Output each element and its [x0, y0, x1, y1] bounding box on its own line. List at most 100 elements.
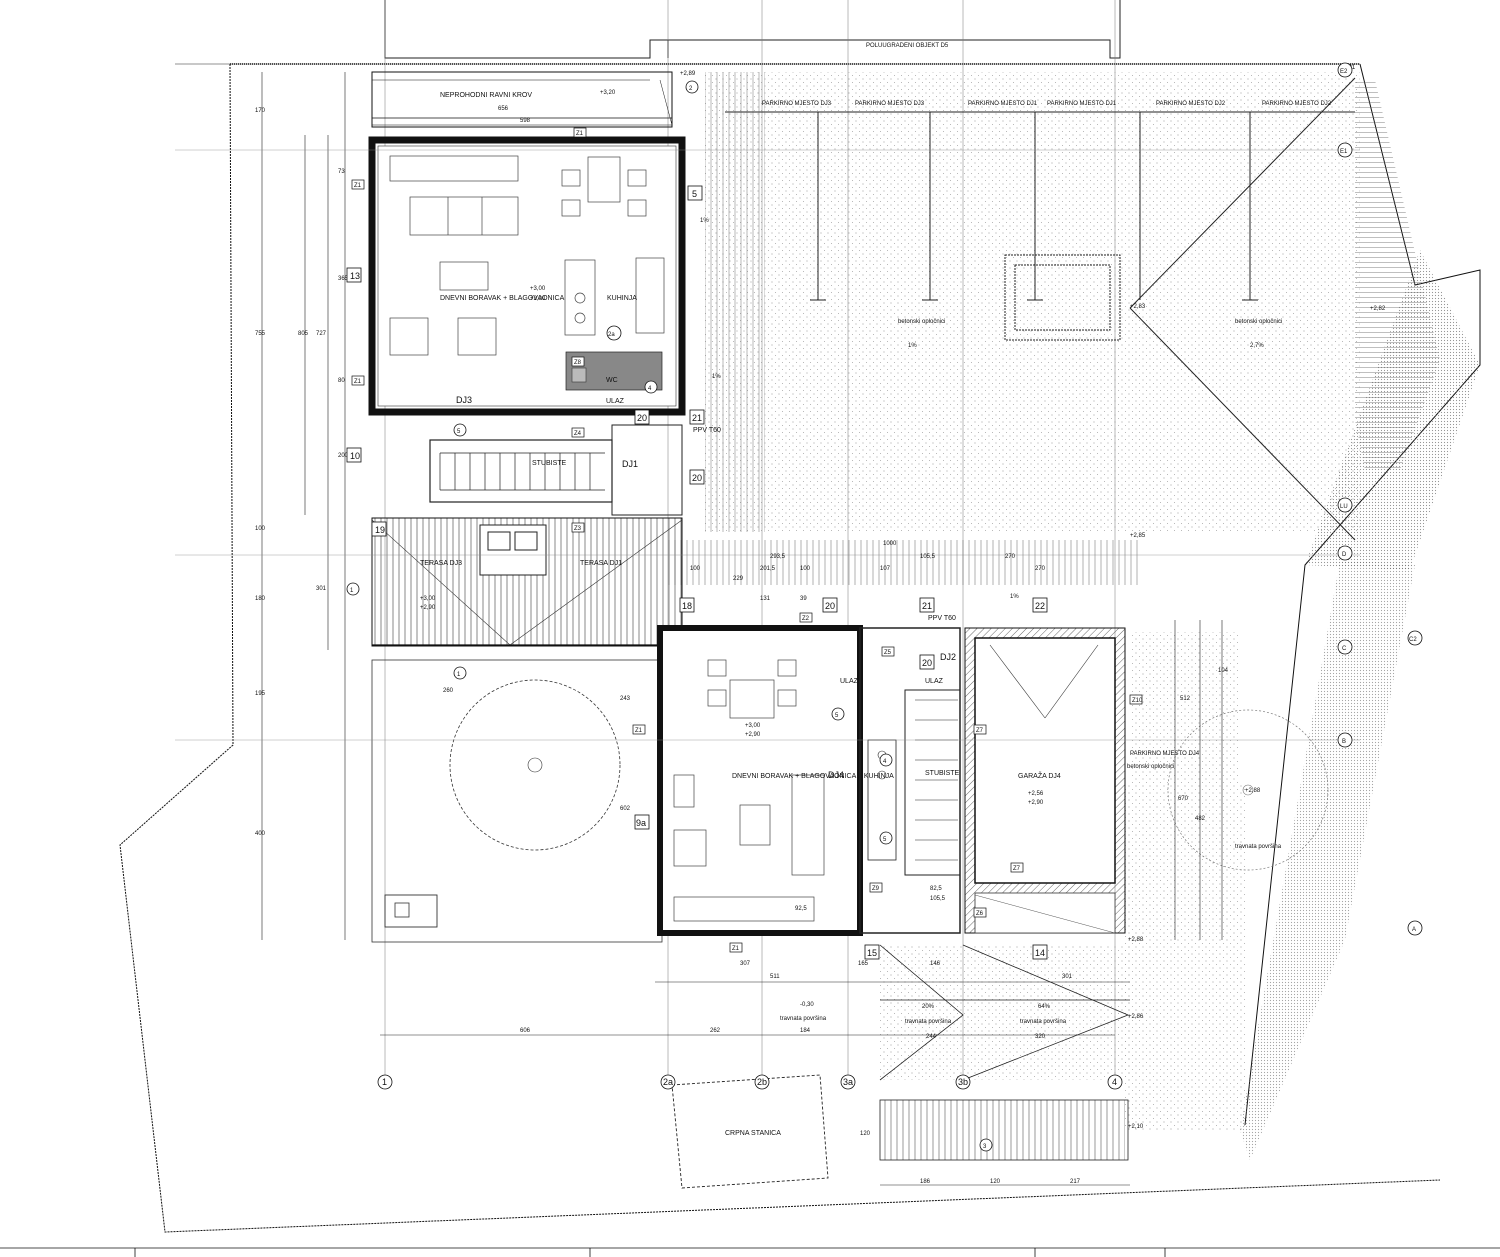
room-label: ULAZ — [606, 398, 625, 405]
axis-label: 2b — [757, 1077, 767, 1087]
level-label: +2,85 — [1130, 533, 1146, 539]
marker-label: 5 — [883, 837, 887, 843]
dimension-value: 755 — [255, 331, 266, 337]
dimension-value: 92,5 — [795, 906, 807, 912]
dimension-value: 229 — [733, 576, 744, 582]
wall-tag: Z3 — [574, 526, 582, 532]
unit-label: DJ1 — [622, 459, 638, 469]
level-label: +2,10 — [1128, 1124, 1144, 1130]
marker-label: 5 — [457, 429, 461, 435]
axis-label: C — [1342, 646, 1347, 652]
marker-label: 1 — [457, 672, 461, 678]
room-label: CRPNA STANICA — [725, 1130, 781, 1137]
dimension-value: 73 — [338, 169, 345, 175]
dimension-value: 602 — [620, 806, 631, 812]
axis-labels: 1 2a 2b 3a 3b 4 E2 E1 LU D C B A C2 — [382, 69, 1417, 1087]
axis-label: A — [1412, 927, 1416, 933]
parking-label: PARKIRNO MJESTO DJ2 — [1262, 101, 1332, 107]
roof-strip — [371, 71, 673, 128]
wall-tag-labels: Z1 Z1 Z1 Z1 Z1 Z2 Z3 Z4 Z5 Z7 Z7 Z8 Z9 Z… — [354, 131, 1143, 952]
surface-label: travnata površina — [780, 1016, 827, 1022]
dimension-value: 184 — [800, 1028, 811, 1034]
parking-label: PARKIRNO MJESTO DJ2 — [1156, 101, 1226, 107]
wall-tag: Z4 — [574, 431, 582, 437]
neighbour-building — [175, 0, 1360, 65]
dimension-value: 270 — [1005, 554, 1016, 560]
axis-label: E2 — [1340, 69, 1348, 75]
surface-label: betonski opločnici — [1235, 319, 1282, 325]
room-label: DNEVNI BORAVAK + BLAGOVAONICA — [440, 295, 565, 302]
wall-tag: Z5 — [884, 650, 892, 656]
slope-label: 1% — [712, 374, 721, 380]
level-label: +2,82 — [1370, 306, 1386, 312]
slope-label: 1% — [700, 218, 709, 224]
unit-label: DJ4 — [828, 770, 844, 780]
neighbour-building-label: POLUUGRADENI OBJEKT D5 — [866, 43, 949, 49]
dimension-value: 301 — [316, 586, 327, 592]
room-number-boxes — [346, 185, 1048, 960]
level-label: +3,20 — [600, 90, 616, 96]
room-number: 21 — [692, 413, 702, 423]
room-number: 13 — [350, 271, 360, 281]
dimension-value: 656 — [498, 106, 509, 112]
surface-label: travnata površina — [1235, 844, 1282, 850]
parking-label: PARKIRNO MJESTO DJ3 — [762, 101, 832, 107]
axis-label: 3b — [958, 1077, 968, 1087]
marker-label: 4 — [648, 386, 652, 392]
dimension-value: 195 — [255, 691, 266, 697]
dimension-value: 105,5 — [930, 896, 946, 902]
dimension-value: 244 — [926, 1034, 937, 1040]
marker-label: 4 — [883, 759, 887, 765]
dimension-value: 104 — [1218, 668, 1229, 674]
surface-label: betonski opločnici — [898, 319, 945, 325]
dimension-value: 400 — [255, 831, 266, 837]
dimension-value: 200 — [338, 453, 349, 459]
level-label: +2,90 — [420, 605, 436, 611]
wall-tag: Z1 — [732, 946, 740, 952]
room-number: 18 — [682, 601, 692, 611]
level-label: +2,83 — [1130, 304, 1146, 310]
dimension-value: 482 — [1195, 816, 1206, 822]
room-label: STUBISTE — [925, 770, 960, 777]
parking-labels: PARKIRNO MJESTO DJ3 PARKIRNO MJESTO DJ3 … — [762, 101, 1332, 757]
dimension-value: 100 — [690, 566, 701, 572]
level-label: -0,30 — [800, 1002, 814, 1008]
unit-label: DJ2 — [940, 652, 956, 662]
dimension-value: 727 — [316, 331, 327, 337]
axis-label: 3a — [843, 1077, 853, 1087]
dimension-value: 186 — [920, 1179, 931, 1185]
marker-label: 5 — [835, 713, 839, 719]
wall-tag: Z10 — [1132, 698, 1143, 704]
room-number: 21 — [922, 601, 932, 611]
paving-areas — [705, 72, 1480, 1160]
marker-label: 3 — [983, 1144, 987, 1150]
dimension-value: 120 — [860, 1131, 871, 1137]
room-label: WC — [606, 377, 618, 384]
dimension-value: 120 — [990, 1179, 1001, 1185]
room-label: ULAZ — [840, 678, 859, 685]
slope-label: 2,7% — [1250, 343, 1264, 349]
dimension-value: 100 — [800, 566, 811, 572]
dimension-lines — [175, 72, 1360, 1186]
terraces — [371, 517, 683, 647]
garden — [371, 659, 663, 943]
dimension-value: 320 — [1035, 1034, 1046, 1040]
level-label: +2,86 — [1128, 1014, 1144, 1020]
parking-label: PARKIRNO MJESTO DJ3 — [855, 101, 925, 107]
room-label: GARAŽA DJ4 — [1018, 771, 1061, 780]
axis-label: LU — [1340, 504, 1348, 510]
tree — [1167, 709, 1329, 871]
room-number: 22 — [1035, 601, 1045, 611]
axis-label: 4 — [1112, 1077, 1117, 1087]
dimension-value: 180 — [255, 596, 266, 602]
dimension-value: 262 — [710, 1028, 721, 1034]
stairs-dj1 — [429, 424, 683, 516]
dimension-value: 270 — [1035, 566, 1046, 572]
room-number: 20 — [922, 658, 932, 668]
room-number: 20 — [825, 601, 835, 611]
room-label: ULAZ — [925, 678, 944, 685]
slope-label: 1% — [908, 343, 917, 349]
axis-label: B — [1342, 739, 1346, 745]
dimension-value: 301 — [1062, 974, 1073, 980]
roof-label: NEPROHODNI RAVNI KROV — [440, 92, 532, 99]
